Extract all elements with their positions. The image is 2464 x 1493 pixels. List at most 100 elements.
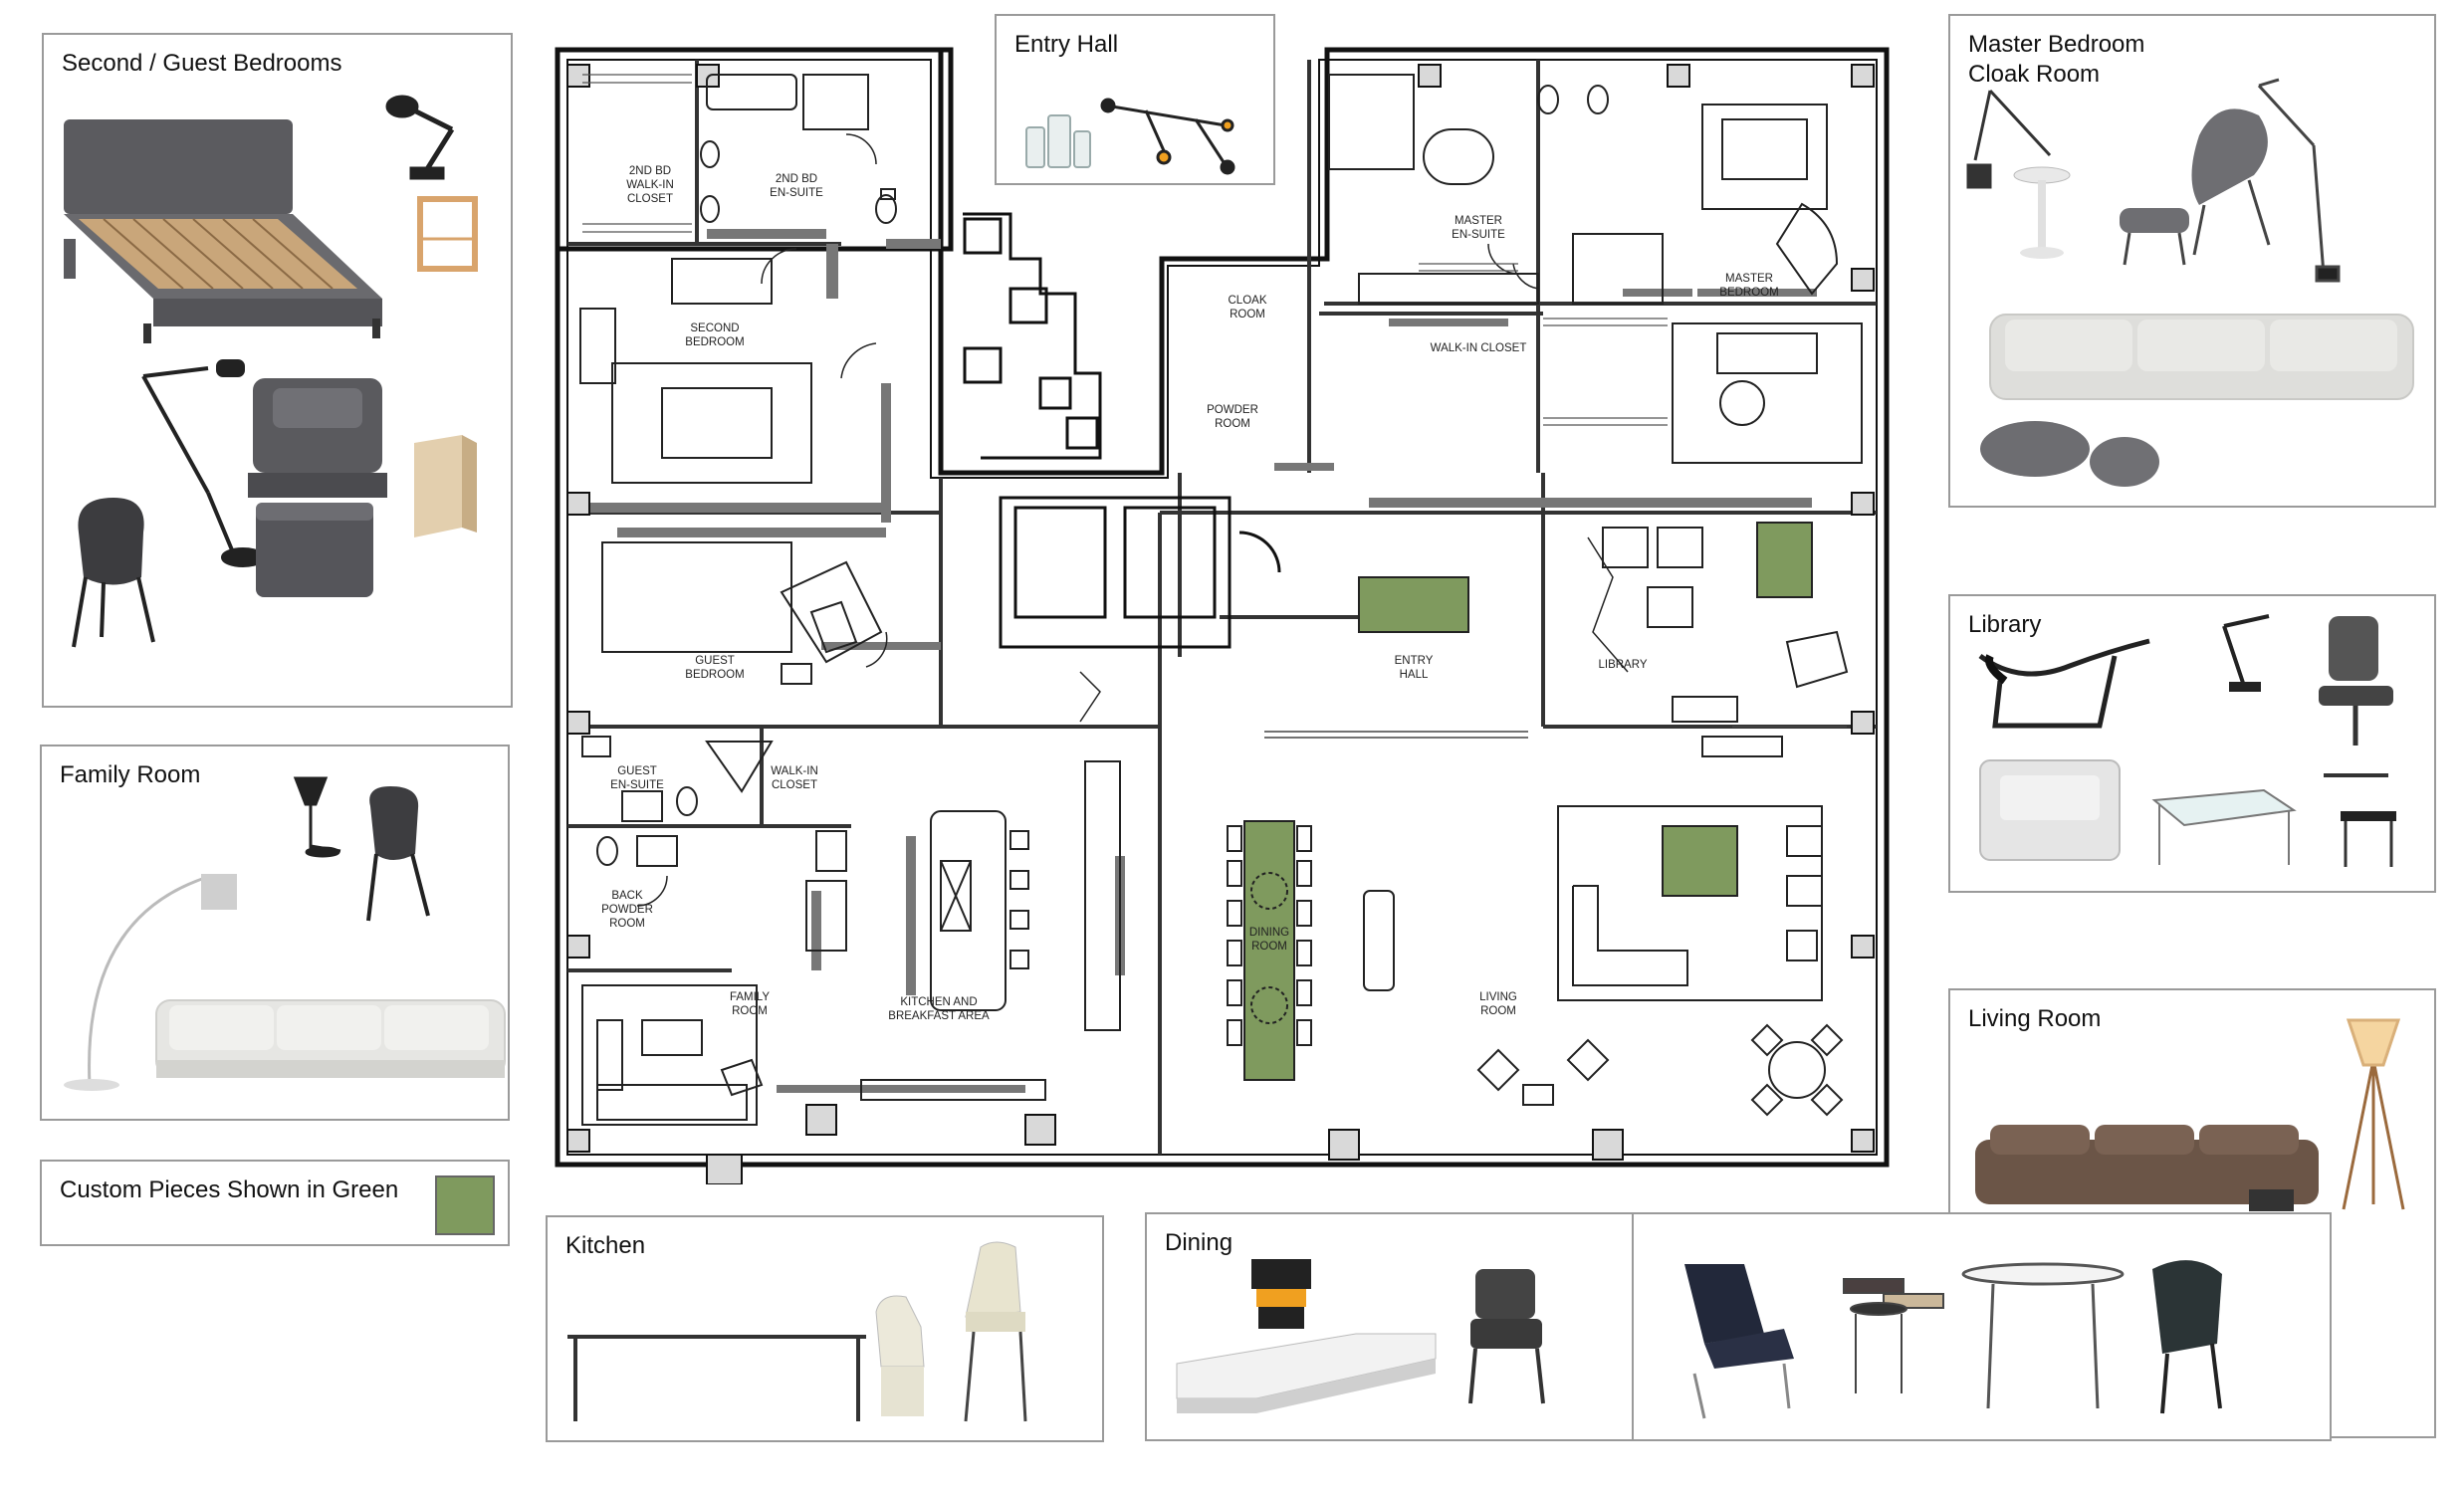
chaise-longue-image: [1978, 638, 2150, 729]
label-walkin-closet-master: WALK-IN CLOSET: [1431, 342, 1527, 354]
panel-title: Kitchen: [565, 1232, 646, 1259]
wood-side-table-image: [414, 435, 477, 537]
label-back-powder-room-3: ROOM: [609, 918, 645, 930]
panel-title: Custom Pieces Shown in Green: [60, 1176, 399, 1203]
custom-green-swatch: [435, 1175, 495, 1235]
entry-hall-decor-illustration: [1025, 98, 1235, 175]
label-living-room-2: ROOM: [1480, 1005, 1516, 1017]
panel-kitchen: Kitchen: [546, 1215, 1104, 1442]
living-custom-rug: [1662, 825, 1738, 897]
desk-lamp-image: [385, 95, 455, 180]
sofa-image: [1989, 314, 2414, 400]
label-library: LIBRARY: [1598, 659, 1647, 671]
panel-title: Living Room: [1968, 1005, 2102, 1032]
glass-vases-image: [1025, 114, 1091, 168]
bed-image: [64, 119, 382, 343]
poufs-image: [1980, 421, 2159, 487]
label-2nd-bd-ensuite-2: EN-SUITE: [770, 187, 823, 199]
panel-second-guest-bedrooms: Second / Guest Bedrooms: [42, 33, 513, 708]
family-room-sofa: [581, 984, 764, 1126]
lounge-chair-image: [1684, 1264, 1794, 1419]
panel-entry-hall: Entry Hall: [995, 14, 1275, 185]
label-2nd-bd-walkin: 2ND BD: [629, 165, 671, 177]
panel-title: Entry Hall: [1014, 31, 1119, 58]
library-custom-rug: [1756, 522, 1813, 598]
label-walkin-closet-guest: WALK-IN: [771, 765, 818, 777]
label-cloak-room-2: ROOM: [1230, 309, 1265, 320]
panel-master-bedroom: Master Bedroom Cloak Room: [1948, 14, 2436, 508]
label-2nd-bd-ensuite: 2ND BD: [776, 173, 817, 185]
dining-chair-image: [1468, 1269, 1545, 1404]
living-room-furniture: [1476, 805, 1844, 1117]
label-kitchen: KITCHEN AND: [900, 996, 977, 1008]
label-guest-ensuite: GUEST: [617, 765, 657, 777]
label-back-powder-room: BACK: [611, 890, 643, 902]
floor-lamp-image: [141, 359, 265, 567]
label-master-bedroom-2: BEDROOM: [1719, 287, 1778, 299]
label-guest-bedroom-2: BEDROOM: [685, 669, 744, 681]
bar-stool-image: [964, 1241, 1027, 1422]
lounge-chair-image: [2120, 108, 2271, 266]
panel-title: Family Room: [60, 761, 201, 788]
living-room-furniture-illustration: [1975, 1018, 2405, 1211]
panel-title: Second / Guest Bedrooms: [62, 50, 342, 77]
mobile-chandelier-image: [1100, 98, 1235, 175]
library-furniture: [1602, 527, 1849, 757]
label-cloak-room: CLOAK: [1229, 295, 1267, 307]
label-guest-bedroom: GUEST: [695, 655, 735, 667]
arc-floor-lamp-image: [64, 874, 237, 1091]
pendant-light-image: [1251, 1259, 1311, 1329]
nesting-tables-image: [1843, 1278, 1944, 1393]
label-guest-ensuite-2: EN-SUITE: [610, 779, 664, 791]
table-lamp-image: [293, 776, 341, 858]
arc-lamp-image: [2257, 78, 2341, 283]
side-table-image: [417, 196, 478, 272]
svg-text:2ND BD: 2ND BD: [629, 165, 671, 177]
label-family-room-2: ROOM: [732, 1005, 768, 1017]
bench-image: [1176, 1333, 1437, 1413]
console-table-image: [567, 1335, 866, 1421]
label-master-ensuite-2: EN-SUITE: [1452, 229, 1505, 241]
dining-chair-image: [72, 498, 155, 648]
guest-bedroom-bed: [601, 541, 883, 685]
panel-family-room: Family Room: [40, 745, 510, 1121]
label-back-powder-room-2: POWDER: [601, 904, 653, 916]
library-furniture-illustration: [1978, 614, 2396, 867]
glass-coffee-table-image: [2151, 788, 2297, 865]
label-master-ensuite: MASTER: [1455, 215, 1502, 227]
room-labels: 2ND BD WALK-IN CLOSET 2ND BD EN-SUITE SE…: [601, 165, 1779, 1022]
bedroom-furniture-illustration: [64, 95, 478, 648]
stool-image: [2341, 811, 2396, 867]
label-dining-room-2: ROOM: [1251, 941, 1287, 953]
reading-lamp-image: [1966, 89, 2052, 189]
label-second-bedroom-2: BEDROOM: [685, 336, 744, 348]
elevators: [999, 496, 1281, 649]
panel-title: Master Bedroom Cloak Room: [1968, 31, 2145, 88]
floor-plan: 2ND BD WALK-IN CLOSET 2ND BD EN-SUITE SE…: [543, 35, 1916, 1184]
label-kitchen-2: BREAKFAST AREA: [888, 1010, 990, 1022]
office-chair-image: [2319, 616, 2393, 777]
dining-chair-image: [366, 786, 430, 922]
kitchen-island: [805, 760, 1121, 1101]
ottoman-image: [256, 503, 373, 597]
label-entry-hall: ENTRY: [1395, 655, 1434, 667]
armchair-image: [2152, 1260, 2222, 1414]
counter-stool-image: [875, 1295, 925, 1416]
master-bedroom-furniture-illustration: [1966, 78, 2414, 487]
label-dining-room: DINING: [1249, 927, 1289, 939]
label-family-room: FAMILY: [730, 991, 770, 1003]
panel-title: Dining: [1165, 1229, 1233, 1256]
label-entry-hall-2: HALL: [1400, 669, 1429, 681]
label-2nd-bd-walkin-2: WALK-IN: [626, 179, 674, 191]
label-powder-room-2: ROOM: [1215, 418, 1250, 430]
panel-dining: Dining: [1145, 1212, 2332, 1441]
marble-side-table-image: [2013, 166, 2071, 259]
tripod-floor-lamp-image: [2342, 1018, 2405, 1210]
label-master-bedroom: MASTER: [1725, 273, 1773, 285]
armchair-image: [248, 378, 387, 498]
label-walkin-closet-guest-2: CLOSET: [772, 779, 817, 791]
kitchen-furniture-illustration: [567, 1241, 1027, 1422]
floor-plan-drawing: 2ND BD WALK-IN CLOSET 2ND BD EN-SUITE SE…: [555, 47, 1890, 1184]
side-table-image: [2249, 1189, 2294, 1211]
sofa-image: [155, 999, 506, 1078]
